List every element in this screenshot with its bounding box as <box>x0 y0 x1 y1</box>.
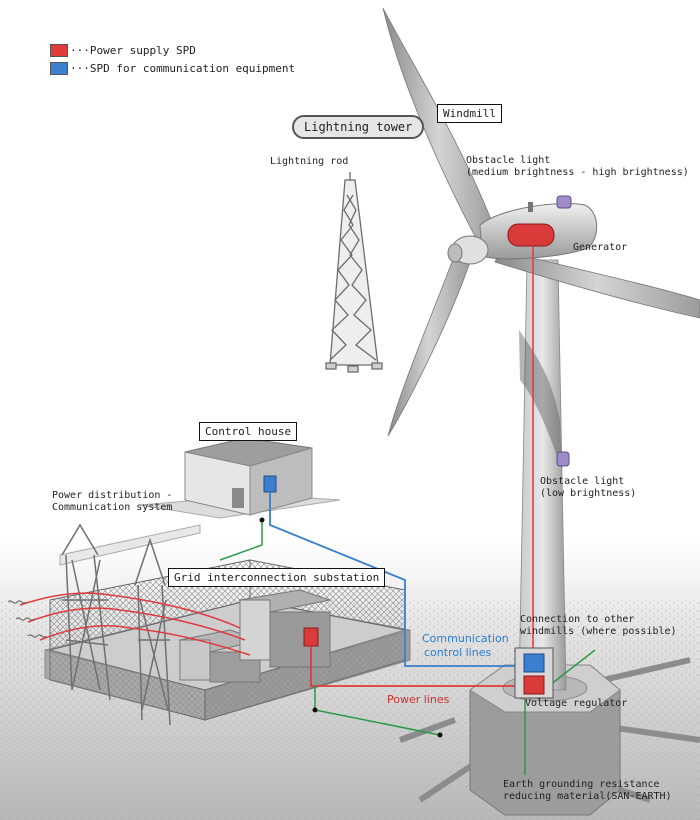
power-distribution-line1: Power distribution - <box>52 490 172 502</box>
power-distribution-label: Power distribution - Communication syste… <box>52 490 172 514</box>
connection-line2: windmills (where possible) <box>520 626 677 638</box>
obstacle-light-low-line2: (low brightness) <box>540 488 636 500</box>
earth-line2: reducing material(SAN-EARTH) <box>503 791 672 803</box>
comm-lines-line2: control lines <box>422 646 509 660</box>
lightning-tower-label: Lightning tower <box>292 115 424 139</box>
connection-line1: Connection to other <box>520 614 677 626</box>
legend-comm-spd: ···SPD for communication equipment <box>50 62 295 75</box>
legend-power-spd-label: ···Power supply SPD <box>70 44 196 57</box>
comm-lines-label: Communication control lines <box>422 632 509 660</box>
obstacle-light-top-line2: (medium brightness - high brightness) <box>466 167 689 179</box>
legend-comm-spd-label: ···SPD for communication equipment <box>70 62 295 75</box>
turbine-spd-panel <box>515 648 553 698</box>
power-distribution-line2: Communication system <box>52 502 172 514</box>
power-spd-swatch <box>50 44 68 57</box>
earth-label: Earth grounding resistance reducing mate… <box>503 779 672 803</box>
comm-lines-line1: Communication <box>422 632 509 646</box>
generator <box>508 224 554 246</box>
lightning-rod-label: Lightning rod <box>270 156 348 168</box>
windmill-label: Windmill <box>437 104 502 123</box>
substation-label: Grid interconnection substation <box>168 568 385 587</box>
obstacle-light-low-label: Obstacle light (low brightness) <box>540 476 636 500</box>
legend-power-spd: ···Power supply SPD <box>50 44 196 57</box>
obstacle-light-low <box>557 452 569 466</box>
power-lines-label: Power lines <box>387 694 449 706</box>
lightning-tower <box>326 172 382 372</box>
generator-label: Generator <box>573 242 627 254</box>
obstacle-light-low-line1: Obstacle light <box>540 476 636 488</box>
earth-line1: Earth grounding resistance <box>503 779 672 791</box>
voltage-regulator-label: Voltage regulator <box>525 698 627 710</box>
control-house-label: Control house <box>199 422 297 441</box>
connection-label: Connection to other windmills (where pos… <box>520 614 677 638</box>
comm-spd-swatch <box>50 62 68 75</box>
obstacle-light-top-label: Obstacle light (medium brightness - high… <box>466 155 689 179</box>
obstacle-light-top-line1: Obstacle light <box>466 155 689 167</box>
